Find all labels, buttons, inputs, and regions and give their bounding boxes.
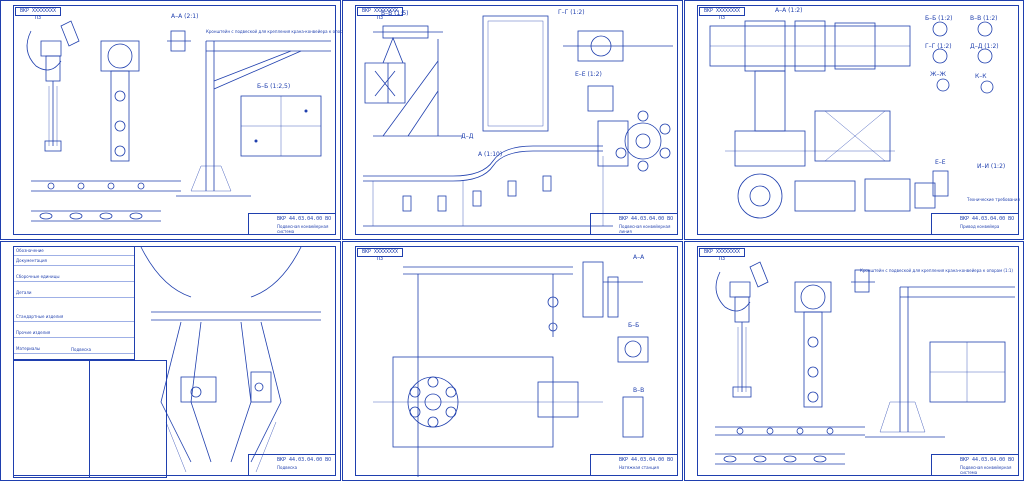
sheet-4: Обозначение Документация Сборочные едини… bbox=[0, 241, 341, 481]
title-block: ВКР 44.03.04.00 ВО Подвесная конвейерная… bbox=[590, 213, 678, 235]
view-label: Г–Г (1:2) bbox=[925, 43, 952, 50]
title-block: ВКР 44.03.04.00 ВО Натяжная станция bbox=[590, 454, 678, 476]
drawing-code: ВКР 44.03.04.00 ВО bbox=[277, 216, 332, 222]
drawing-code: ВКР 44.03.04.00 ВО bbox=[619, 457, 674, 463]
sheet-stamp: ВКР ХХХХХХХХ ПЗ bbox=[699, 248, 745, 262]
sheet-stamp: ВКР ХХХХХХХХ ПЗ bbox=[15, 7, 61, 21]
conveyor-line-drawing bbox=[363, 15, 673, 227]
sheet-frame bbox=[697, 5, 1019, 235]
view-label: К–К bbox=[975, 73, 987, 80]
view-label: Г–Г (1:2) bbox=[558, 9, 585, 16]
drawing-code: ВКР 44.03.04.00 ВО bbox=[960, 457, 1015, 463]
drawing-code: ВКР 44.03.04.00 ВО bbox=[619, 216, 674, 222]
assembly-drawing bbox=[26, 20, 331, 222]
view-label: И–И (1:2) bbox=[977, 163, 1006, 170]
view-label: Ж–Ж bbox=[930, 71, 946, 78]
view-label: В–В (1:2) bbox=[970, 15, 998, 22]
sheet-frame bbox=[355, 5, 678, 235]
tension-station-drawing bbox=[373, 261, 649, 477]
view-label: Б–Б (1:2,5) bbox=[257, 83, 291, 90]
view-label: Е–Е bbox=[935, 159, 946, 166]
spec-row: Материалы bbox=[14, 345, 134, 354]
view-label: В–В (1:5) bbox=[381, 10, 409, 17]
sheet-stamp: ВКР ХХХХХХХХ ПЗ bbox=[357, 7, 403, 21]
view-label: А–А (1:2) bbox=[775, 7, 803, 14]
sheet-frame bbox=[697, 246, 1019, 476]
view-label: А–А (2:1) bbox=[171, 13, 199, 20]
drawing-title: Подвесная конвейерная система bbox=[277, 224, 329, 234]
drawing-title: Привод конвейера bbox=[960, 224, 1000, 229]
sheet-1: ВКР ХХХХХХХХ ПЗ А–А (2:1) Б–Б (1:2,5) Кр… bbox=[0, 0, 359, 240]
suspension-drawing bbox=[140, 246, 321, 473]
sheet-frame bbox=[355, 246, 678, 476]
sheet-6: ВКР ХХХХХХХХ ПЗ Кронштейн с подвеской дл… bbox=[684, 241, 1024, 481]
specification-table: Обозначение Документация Сборочные едини… bbox=[13, 246, 135, 360]
drawing-code: ВКР 44.03.04.00 ВО bbox=[277, 457, 332, 463]
drawing-title: Подвесная конвейерная линия bbox=[619, 224, 671, 234]
view-label: Д–Д bbox=[461, 133, 474, 140]
drawing-note: Подвеска bbox=[71, 347, 92, 352]
drawing-title: Подвесная конвейерная система bbox=[960, 465, 1012, 475]
view-label: Б–Б bbox=[628, 322, 640, 329]
spec-row: Прочие изделия bbox=[14, 329, 134, 338]
sheet-3: ВКР ХХХХХХХХ ПЗ А–А (1:2) Б–Б (1:2) В–В … bbox=[684, 0, 1024, 240]
drawing-title: Подвеска bbox=[277, 465, 298, 470]
view-label: Д–Д (1:2) bbox=[970, 43, 999, 50]
drive-unit-drawing bbox=[709, 20, 994, 219]
spec-row: Детали bbox=[14, 289, 134, 298]
view-label: Е–Е (1:2) bbox=[575, 71, 602, 78]
view-label: В–В bbox=[633, 387, 645, 394]
sheet-2: ВКР ХХХХХХХХ ПЗ В–В (1:5) Г–Г (1:2) Д–Д … bbox=[342, 0, 683, 240]
spec-row: Стандартные изделия bbox=[14, 313, 134, 322]
assembly-drawing bbox=[715, 261, 1015, 465]
view-label: А–А bbox=[633, 254, 645, 261]
title-block: ВКР 44.03.04.00 ВО Привод конвейера bbox=[931, 213, 1019, 235]
drawing-title: Натяжная станция bbox=[619, 465, 659, 470]
spec-header: Обозначение bbox=[14, 247, 134, 256]
view-label: А (1:10) bbox=[478, 151, 503, 158]
title-block: ВКР 44.03.04.00 ВО Подвесная конвейерная… bbox=[931, 454, 1019, 476]
sheet-5: ВКР ХХХХХХХХ ПЗ А–А Б–Б В–В ВКР 44.03.04… bbox=[342, 241, 683, 481]
view-label: Б–Б (1:2) bbox=[925, 15, 953, 22]
title-block: ВКР 44.03.04.00 ВО Подвеска bbox=[248, 454, 336, 476]
drawing-note: Кронштейн с подвеской для крепления кран… bbox=[206, 29, 359, 34]
drawing-note: Кронштейн с подвеской для крепления кран… bbox=[860, 268, 1013, 273]
drawing-code: ВКР 44.03.04.00 ВО bbox=[960, 216, 1015, 222]
sheet-frame bbox=[13, 5, 336, 235]
title-block: ВКР 44.03.04.00 ВО Подвесная конвейерная… bbox=[248, 213, 336, 235]
spec-row: Сборочные единицы bbox=[14, 273, 134, 282]
spec-row: Документация bbox=[14, 257, 134, 266]
sheet-stamp: ВКР ХХХХХХХХ ПЗ bbox=[357, 248, 403, 262]
specification-table bbox=[89, 360, 167, 478]
drawing-note: Технические требования bbox=[967, 197, 1020, 202]
sheet-stamp: ВКР ХХХХХХХХ ПЗ bbox=[699, 7, 745, 21]
